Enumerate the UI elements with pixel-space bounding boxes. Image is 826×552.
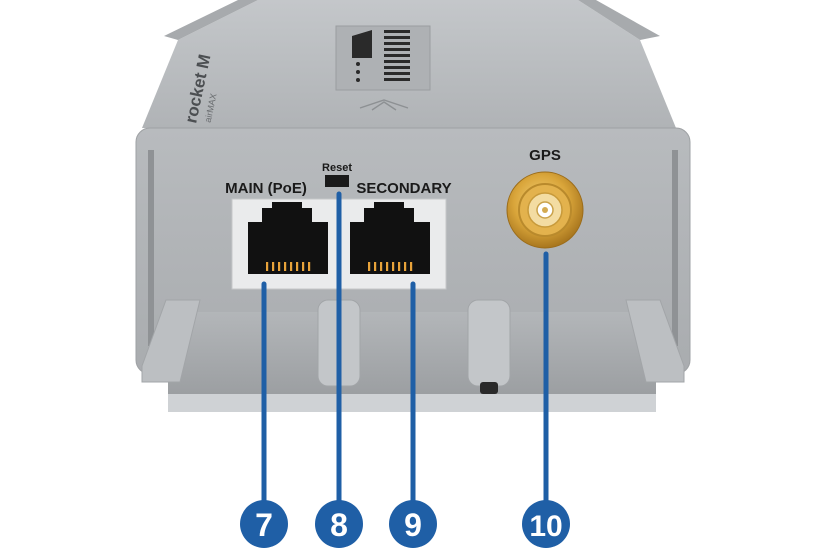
housing-top: rocket M airMAX (142, 0, 676, 128)
reset-button[interactable] (325, 175, 349, 187)
callout-badge-7: 7 (240, 500, 288, 548)
main-poe-port[interactable] (231, 198, 343, 290)
signal-bars (384, 30, 410, 81)
secondary-port-label: SECONDARY (356, 180, 451, 197)
callout-number-7: 7 (255, 507, 273, 543)
gps-connector[interactable] (506, 171, 584, 249)
callout-number-9: 9 (404, 507, 422, 543)
callout-lines (261, 191, 549, 508)
callout-number-10: 10 (529, 510, 562, 543)
main-port-label: MAIN (PoE) (225, 180, 307, 197)
gps-label: GPS (529, 147, 561, 164)
callout-badge-8: 8 (315, 500, 363, 548)
secondary-port[interactable] (339, 198, 447, 290)
callout-number-8: 8 (330, 507, 348, 543)
reset-label: Reset (322, 162, 352, 174)
callout-badge-9: 9 (389, 500, 437, 548)
callout-badge-10: 10 (522, 500, 570, 548)
ubiquiti-logo-icon (359, 99, 409, 111)
